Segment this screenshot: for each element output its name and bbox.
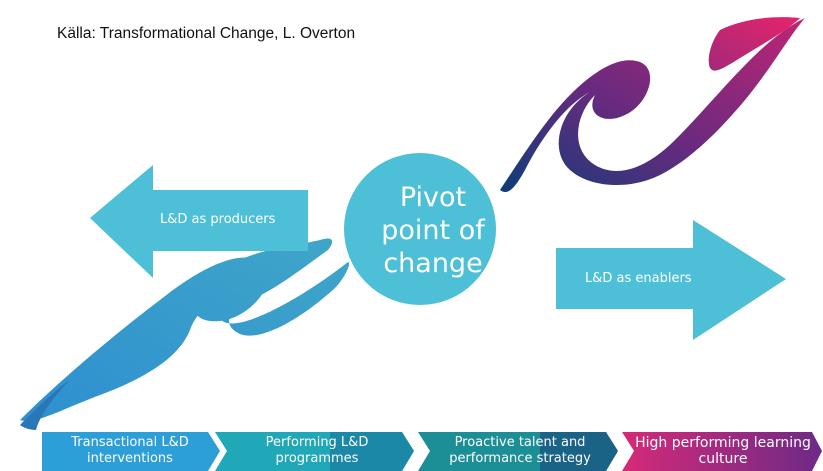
stage-3-shade: [540, 432, 618, 471]
wave-tail-left: [20, 380, 70, 430]
pivot-line-2: point of: [381, 215, 485, 246]
stage-3-label: Proactive talent and performance strateg…: [425, 431, 615, 471]
stage-4-line-2: culture: [698, 451, 748, 467]
stage-2-shade: [330, 432, 414, 471]
stage-1-line-1: Transactional L&D: [71, 435, 189, 450]
stage-1-chevron: [42, 432, 220, 471]
stage-4-chevron: [622, 432, 822, 471]
wave-segment-middle: [500, 18, 805, 192]
pivot-label: Pivot point of change: [345, 181, 521, 280]
wave-segment-lower: [20, 238, 350, 421]
left-arrow-label: L&D as producers: [160, 212, 276, 227]
stage-3-line-2: performance strategy: [449, 451, 591, 466]
left-arrow-shape: [90, 165, 308, 278]
stage-1-label: Transactional L&D interventions: [42, 431, 218, 471]
right-arrow-label: L&D as enablers: [585, 271, 692, 286]
stage-2-line-2: programmes: [275, 451, 359, 466]
stage-1-line-2: interventions: [87, 451, 173, 466]
stage-3-line-1: Proactive talent and: [454, 435, 586, 450]
stage-4-line-1: High performing learning: [635, 435, 811, 451]
stage-2-label: Performing L&D programmes: [222, 431, 412, 471]
stage-2-line-1: Performing L&D: [265, 435, 369, 450]
stage-4-label: High performing learning culture: [626, 431, 820, 471]
pivot-line-1: Pivot: [399, 182, 467, 213]
source-caption: Källa: Transformational Change, L. Overt…: [57, 25, 356, 42]
pivot-circle: [344, 153, 496, 305]
right-arrow-shape: [556, 220, 786, 340]
pivot-line-3: change: [383, 248, 483, 279]
wave-curl-pink: [708, 17, 800, 71]
